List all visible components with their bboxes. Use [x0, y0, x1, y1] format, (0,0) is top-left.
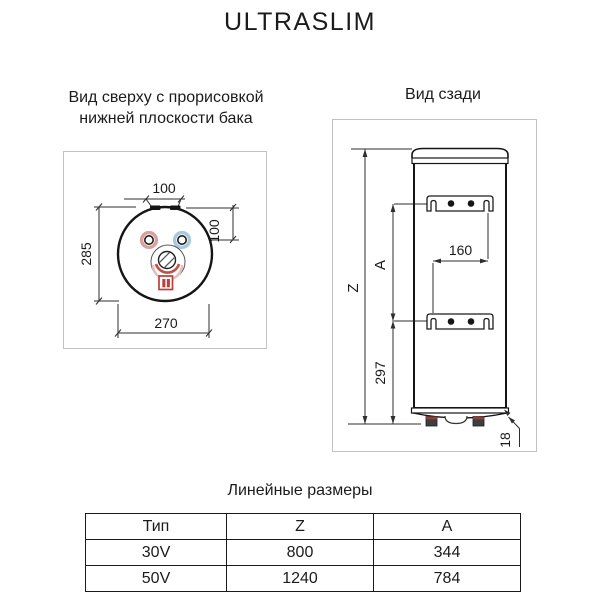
dim-label-297: 297: [372, 361, 388, 385]
terminal-symbol: [158, 275, 174, 291]
bracket-hole: [447, 318, 455, 325]
pipe-stub-left-top: [426, 416, 437, 420]
dim-label-18: 18: [497, 432, 513, 448]
dim-label-Z: Z: [345, 283, 362, 292]
pipe-nub-right: [170, 205, 181, 210]
hot-pipe: [139, 230, 159, 250]
top-cap: [411, 147, 509, 158]
top-view-caption-line1: Вид сверху с прорисовкой: [68, 89, 264, 106]
pipe-stub-right-top: [473, 416, 484, 420]
rear-extension-lines: [348, 148, 427, 425]
table-row: 50V 1240 784: [85, 565, 521, 592]
rear-view-caption: Вид сзади: [405, 86, 481, 103]
cell-type-30v: 30V: [85, 539, 227, 566]
bracket-hole: [447, 200, 455, 207]
dim-label-285: 285: [78, 242, 94, 266]
rear-view-drawing: Z A 297: [345, 147, 520, 448]
cold-pipe: [172, 230, 192, 250]
dimensions-table: Тип Z A 30V 800 344 50V 1240 784: [85, 513, 521, 592]
upper-mounting-bracket: [426, 195, 494, 212]
cell-type-50v: 50V: [85, 565, 227, 592]
header-type: Тип: [85, 513, 227, 540]
drain-cup: [444, 415, 468, 425]
top-view-caption: Вид сверху с прорисовкой нижней плоскост…: [40, 87, 292, 129]
rear-view-panel: Z A 297: [332, 119, 537, 452]
dim-label-A: A: [372, 260, 389, 270]
dim-bottom-clearance: 18: [497, 409, 520, 448]
flange-hatch: [159, 252, 175, 268]
product-title: ULTRASLIM: [224, 8, 376, 36]
heater-body: [410, 147, 510, 427]
dim-label-100-top: 100: [152, 180, 176, 196]
dim-bracket-chain: A 297: [372, 204, 396, 424]
table-header-row: Тип Z A: [85, 513, 521, 540]
dim-total-height-Z: Z: [345, 149, 368, 424]
top-view-panel: 100 100 285: [63, 151, 267, 349]
top-view-caption-line2: нижней плоскости бака: [79, 110, 253, 127]
top-cap-band: [411, 157, 509, 165]
header-z: Z: [226, 513, 374, 540]
dim-label-160: 160: [449, 242, 473, 258]
lower-mounting-bracket: [426, 313, 494, 330]
pipe-nub-left: [150, 205, 161, 210]
cell-a-30v: 344: [373, 539, 521, 566]
dim-pipe-spacing: 100: [124, 180, 185, 209]
dim-slot-spacing: 160: [432, 213, 489, 313]
dim-depth: 285: [78, 203, 136, 305]
top-view-drawing: 100 100 285: [78, 180, 239, 338]
cell-a-50v: 784: [373, 565, 521, 592]
cell-z-30v: 800: [226, 539, 374, 566]
dim-width: 270: [114, 304, 213, 338]
cell-z-50v: 1240: [226, 565, 374, 592]
flange-cap: [157, 250, 177, 270]
bracket-hole: [467, 318, 475, 325]
bracket-hole: [467, 200, 475, 207]
bottom-cap-band: [410, 407, 510, 414]
table-row: 30V 800 344: [85, 539, 521, 566]
header-a: A: [373, 513, 521, 540]
table-title: Линейные размеры: [227, 482, 373, 499]
dim-label-270: 270: [154, 315, 178, 331]
